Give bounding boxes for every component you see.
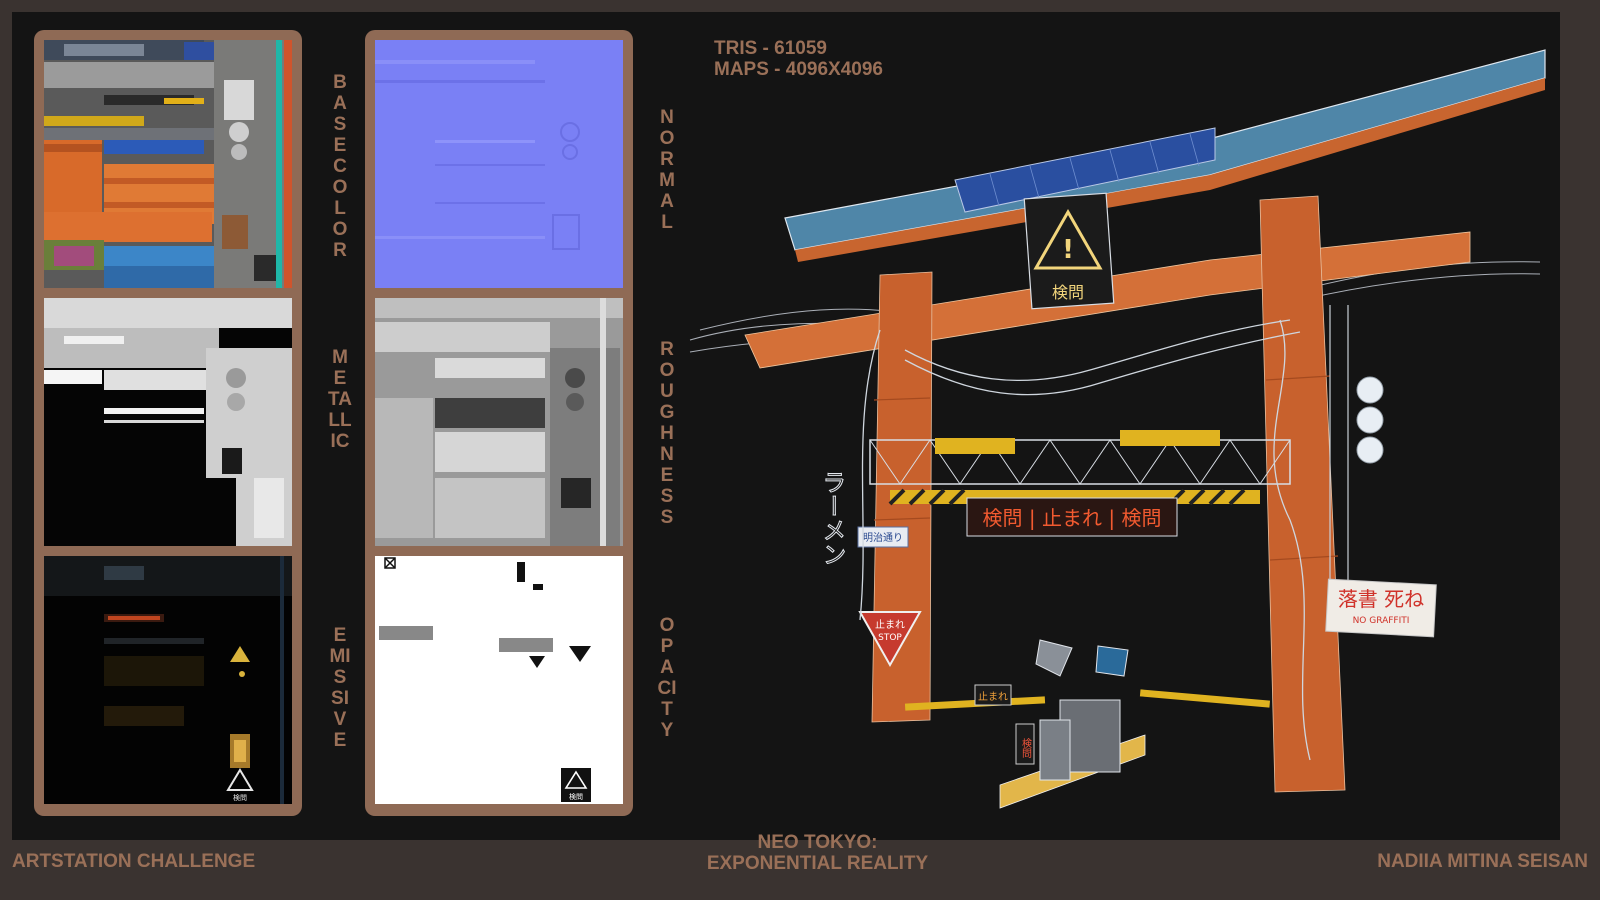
footer-left: ARTSTATION CHALLENGE: [12, 851, 256, 872]
svg-text:検問: 検問: [233, 793, 247, 802]
label-emissive: EMISSIVE: [329, 625, 351, 751]
label-normal: NORMAL: [659, 107, 675, 233]
stop-sign-en: STOP: [878, 633, 902, 643]
footer-center-line2: EXPONENTIAL REALITY: [706, 853, 929, 874]
graffiti-sign-text: 落書 死ね: [1338, 587, 1424, 611]
torii-checkpoint-render: 検問 | 止まれ | 検問 ! 検問 ラーメン 明治通り 止まれ STOP 落書…: [689, 49, 1546, 809]
label-base-color: BASE COLOR: [332, 72, 348, 261]
roughness-map: [375, 298, 623, 546]
label-metallic: METALLIC: [328, 347, 352, 452]
street-sign: 明治通り: [863, 531, 903, 544]
footer-center: NEO TOKYO: EXPONENTIAL REALITY: [700, 832, 935, 874]
barrier-sign: 止まれ: [978, 691, 1008, 703]
base-color-map: [44, 40, 292, 288]
opacity-map: 検問: [375, 556, 623, 804]
svg-text:検問: 検問: [569, 792, 583, 801]
map-resolution: MAPS - 4096X4096: [714, 59, 883, 80]
top-warning-sign: 検問: [1052, 283, 1084, 302]
ramen-vertical-sign: ラーメン: [818, 470, 846, 566]
texture-column-left: 検問: [34, 30, 302, 816]
stop-sign-jp: 止まれ: [875, 619, 905, 631]
svg-text:!: !: [1062, 235, 1074, 265]
emissive-map: 検問: [44, 556, 292, 804]
model-stats: TRIS - 61059 MAPS - 4096X4096: [714, 38, 883, 80]
texture-column-right: 検問: [365, 30, 633, 816]
footer-right: NADIIA MITINA SEISAN: [1377, 851, 1588, 872]
tris-count: TRIS - 61059: [714, 38, 827, 59]
graffiti-sign-subtext: NO GRAFFITI: [1353, 616, 1410, 626]
footer-center-line1: NEO TOKYO:: [757, 832, 878, 853]
label-roughness: ROUGHNESS: [659, 339, 675, 528]
booth-sign: 検問: [1020, 737, 1032, 759]
banner-sign: 検問 | 止まれ | 検問: [983, 506, 1162, 530]
label-opacity: OPACITY: [657, 615, 677, 741]
normal-map: [375, 40, 623, 288]
metallic-map: [44, 298, 292, 546]
